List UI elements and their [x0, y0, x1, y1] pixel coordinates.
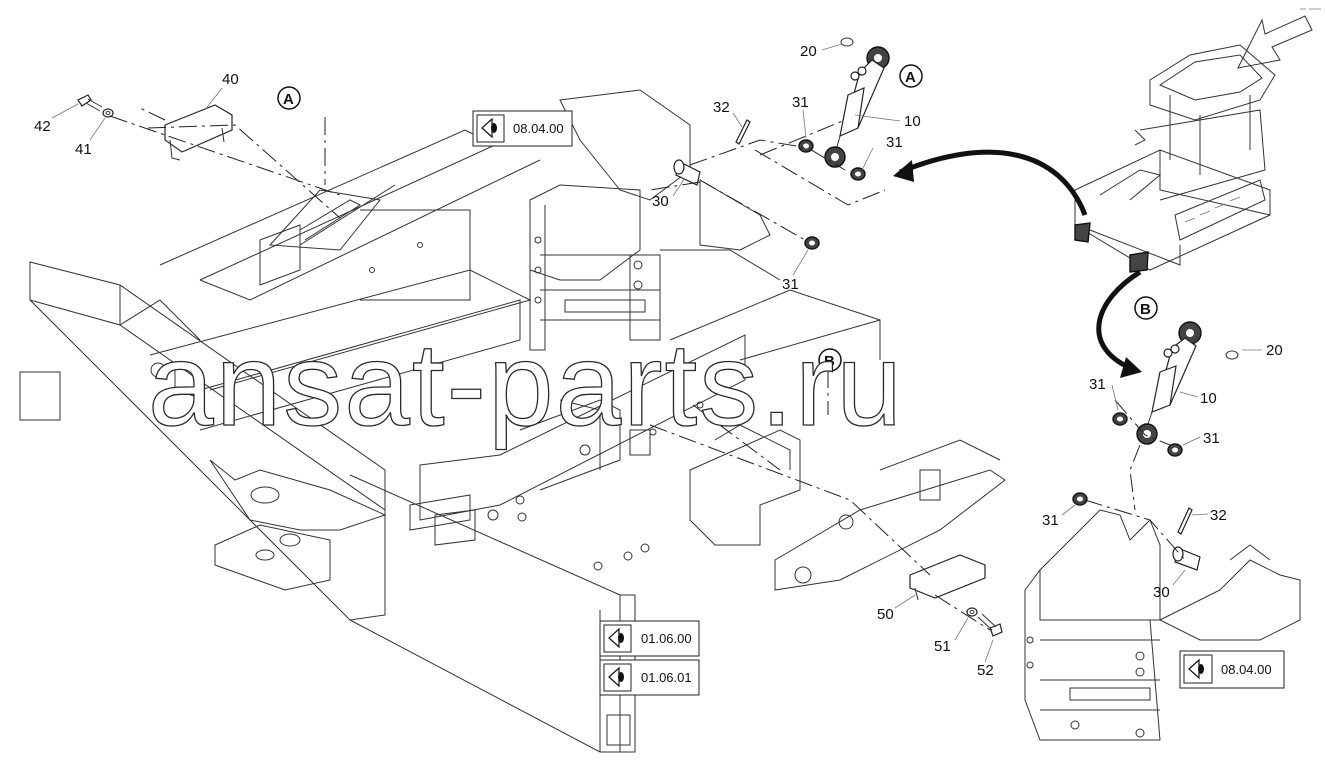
bolt-42 [77, 94, 103, 112]
callout-32-upper: 32 [713, 99, 730, 116]
callout-labels: 40 42 41 20 31 10 31 32 30 31 20 31 10 3… [34, 43, 1283, 679]
reference-link-01-06-01[interactable]: 01.06.01 [599, 659, 700, 696]
cover-plate-50 [909, 554, 986, 601]
marker-a-left: A [277, 86, 301, 110]
callout-20-lower: 20 [1266, 342, 1283, 359]
washer-31-lower-mid [1072, 492, 1088, 506]
pin-30-lower [1172, 546, 1201, 571]
pin-32-upper [735, 119, 751, 145]
washer-51 [966, 607, 978, 617]
cylinder-10-upper [824, 46, 890, 168]
reference-code: 08.04.00 [1221, 662, 1272, 677]
reference-code: 08.04.00 [513, 121, 564, 136]
callout-30-upper: 30 [652, 193, 669, 210]
eye-view-icon [1188, 658, 1204, 680]
marker-a-upper: A [899, 64, 923, 88]
washer-31-lower-left [1112, 412, 1128, 426]
eye-view-icon [608, 666, 624, 688]
reference-link-01-06-00[interactable]: 01.06.00 [599, 620, 700, 657]
svg-text:A: A [905, 69, 916, 86]
marker-b-right: B [1134, 296, 1158, 320]
ring-20-lower [1225, 350, 1239, 360]
ring-20-upper [840, 37, 854, 47]
eye-view-icon [481, 117, 497, 139]
main-frame-drawing [19, 89, 1006, 753]
marker-b-mid: B [818, 348, 842, 372]
callout-42: 42 [34, 118, 51, 135]
callout-31-lower-left: 31 [1089, 376, 1106, 393]
leader-lines [51, 43, 1262, 663]
callout-31-upper-left: 31 [792, 94, 809, 111]
callout-30-lower: 30 [1153, 584, 1170, 601]
eye-view-icon [608, 627, 624, 649]
callout-10-lower: 10 [1200, 390, 1217, 407]
callout-31-mid: 31 [782, 276, 799, 293]
assembly-lines [109, 107, 1186, 631]
curved-arrow-upper [893, 149, 1088, 216]
pin-32-lower [1177, 507, 1193, 535]
callout-41: 41 [75, 141, 92, 158]
reference-code: 01.06.00 [641, 631, 692, 646]
svg-text:B: B [1140, 301, 1151, 318]
curved-arrow-lower [1096, 269, 1142, 378]
reference-code: 01.06.01 [641, 670, 692, 685]
callout-32-lower: 32 [1210, 507, 1227, 524]
cover-plate-40 [164, 104, 233, 161]
washer-31-upper-right [850, 167, 866, 181]
watermark: ansat-parts.ru [148, 319, 904, 451]
washer-41 [102, 108, 114, 118]
callout-50: 50 [877, 606, 894, 623]
washer-31-lower-right [1167, 443, 1183, 457]
view-direction-arrow-icon [1237, 15, 1313, 69]
callout-31-upper-right: 31 [886, 134, 903, 151]
pin-30-upper [673, 159, 701, 186]
washer-31-mid [804, 236, 820, 250]
lower-right-bracket-drawing [1024, 509, 1301, 741]
callout-31-lower-mid: 31 [1042, 512, 1059, 529]
callout-40: 40 [222, 71, 239, 88]
paver-machine-drawing [1074, 44, 1276, 273]
callout-31-lower-right: 31 [1203, 430, 1220, 447]
reference-link-08-04-00-lower[interactable]: 08.04.00 [1179, 650, 1285, 689]
bolt-52 [977, 613, 1003, 637]
svg-text:A: A [283, 91, 294, 108]
cylinder-10-lower [1136, 321, 1202, 445]
callout-52: 52 [977, 662, 994, 679]
reference-link-08-04-00-upper[interactable]: 08.04.00 [472, 110, 573, 147]
callout-20-upper: 20 [800, 43, 817, 60]
callout-10-upper: 10 [904, 113, 921, 130]
svg-text:B: B [824, 353, 835, 370]
callout-51: 51 [934, 638, 951, 655]
